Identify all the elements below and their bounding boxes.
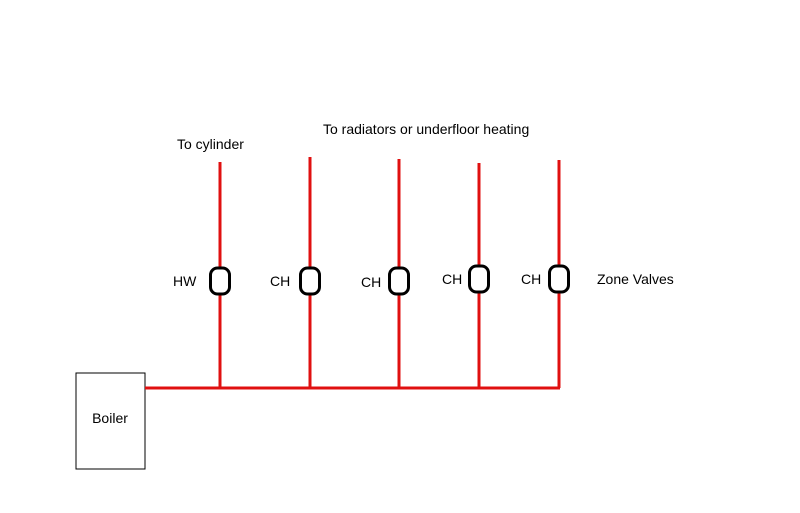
zone-valve-ch-4 xyxy=(548,264,570,294)
label-zone-valves: Zone Valves xyxy=(597,271,674,287)
boiler-box xyxy=(75,372,146,470)
valve-label-hw: HW xyxy=(173,273,197,289)
zone-valve-hw xyxy=(209,266,231,296)
label-to-radiators: To radiators or underfloor heating xyxy=(323,121,529,137)
valve-label-ch-4: CH xyxy=(521,271,541,287)
valve-label-ch-2: CH xyxy=(361,274,381,290)
boiler-label: Boiler xyxy=(92,410,128,426)
valve-label-ch-1: CH xyxy=(270,273,290,289)
valve-label-ch-3: CH xyxy=(442,271,462,287)
zone-valve-ch-2 xyxy=(388,266,410,296)
zone-valve-ch-1 xyxy=(299,266,321,296)
zone-valve-ch-3 xyxy=(468,264,490,294)
label-to-cylinder: To cylinder xyxy=(177,136,244,152)
